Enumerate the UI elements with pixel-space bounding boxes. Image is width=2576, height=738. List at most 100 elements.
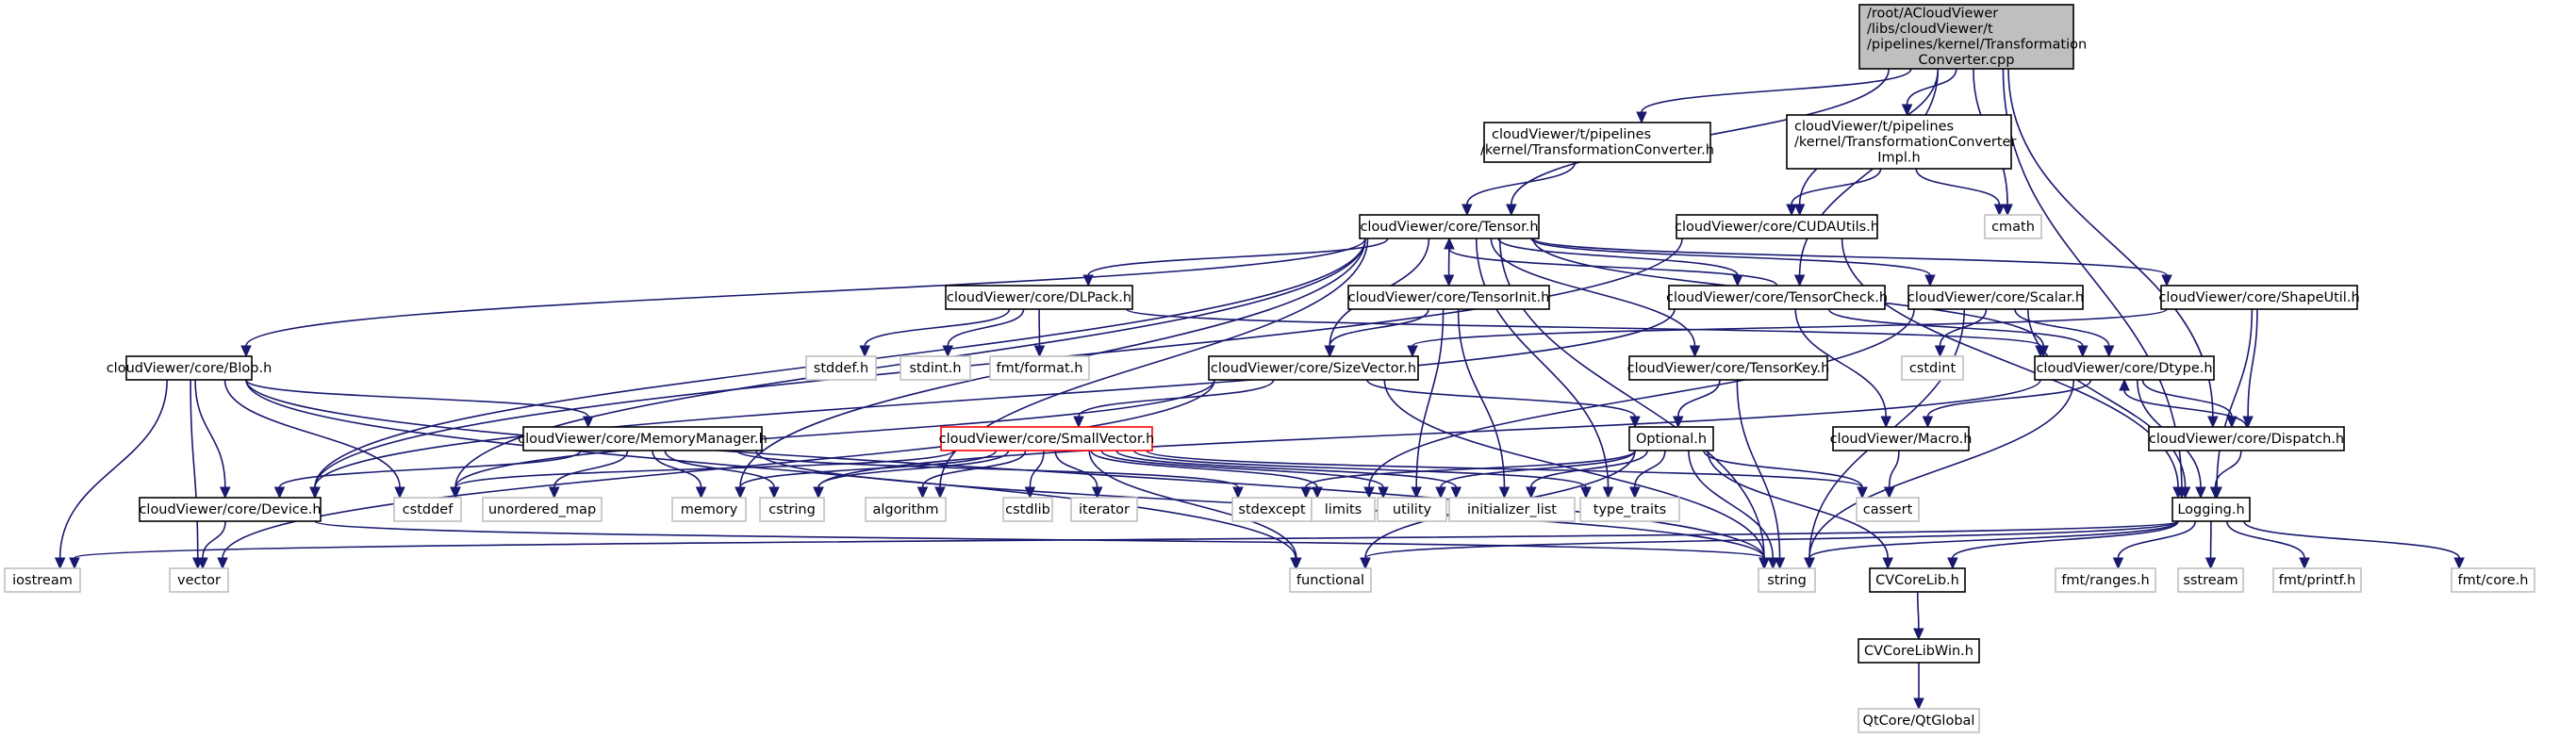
edge-sizevector-to-string — [1383, 379, 1765, 559]
node-tensorkey[interactable]: cloudViewer/core/TensorKey.h — [1627, 355, 1830, 381]
node-box — [900, 355, 971, 381]
node-tensor[interactable]: cloudViewer/core/Tensor.h — [1359, 214, 1540, 239]
edge-tensorcheck-to-device — [314, 308, 1676, 488]
node-tc_h[interactable]: cloudViewer/t/pipelines/kernel/Transform… — [1480, 122, 1714, 163]
arrowhead-memorymanager-to-stdexcept — [1232, 486, 1244, 500]
node-box — [759, 497, 825, 522]
arrowhead-tensorinit-to-utility — [1411, 486, 1422, 500]
node-utility: utility — [1377, 497, 1447, 522]
edge-tensor-to-dlpack — [1087, 238, 1389, 276]
node-box — [1858, 4, 2074, 70]
arrowhead-tensor-to-algorithm — [934, 486, 946, 500]
edge-tensorcheck-to-macro — [1794, 308, 1888, 418]
edge-logging-to-fmt_printf — [2226, 520, 2305, 559]
node-dispatch[interactable]: cloudViewer/core/Dispatch.h — [2148, 426, 2345, 451]
node-cassert: cassert — [1856, 497, 1920, 522]
node-root: /root/ACloudViewer/libs/cloudViewer/t/pi… — [1858, 4, 2087, 70]
node-tensorinit[interactable]: cloudViewer/core/TensorInit.h — [1347, 285, 1550, 310]
node-label: cloudViewer/core/TensorCheck.h — [1666, 290, 1888, 305]
edge-smallvector-to-functional — [1088, 450, 1297, 559]
node-optional[interactable]: Optional.h — [1628, 426, 1714, 451]
node-box — [1231, 497, 1313, 522]
edge-smallvector-to-initializer_list — [1115, 450, 1458, 488]
arrowhead-cudautils-to-logging — [2172, 486, 2184, 500]
node-logging[interactable]: Logging.h — [2171, 497, 2251, 522]
arrowhead-smallvector-to-type_traits — [1580, 486, 1592, 500]
arrowhead-root-to-tc_h — [1636, 111, 1647, 124]
node-string: string — [1758, 567, 1816, 593]
node-cudautils[interactable]: cloudViewer/core/CUDAUtils.h — [1675, 214, 1879, 239]
arrowhead-optional-to-type_traits — [1629, 486, 1641, 500]
arrowhead-smallvector-to-cstddef — [450, 486, 461, 500]
arrowhead-optional-to-string — [1767, 557, 1779, 570]
node-tensorcheck[interactable]: cloudViewer/core/TensorCheck.h — [1666, 285, 1888, 310]
arrowhead-sizevector-to-smallvector — [1073, 416, 1084, 429]
arrowhead-optional-to-initializer_list — [1526, 486, 1537, 500]
arrowhead-scalar-to-cstdint — [1934, 345, 1946, 358]
node-label: string — [1767, 573, 1807, 588]
node-label: Impl.h — [1877, 150, 1920, 165]
node-device[interactable]: cloudViewer/core/Device.h — [139, 497, 322, 522]
edge-dlpack-to-stdint_h — [947, 308, 1025, 347]
edge-sizevector-to-optional — [1366, 379, 1636, 418]
arrowhead-device-to-string — [1759, 557, 1770, 570]
arrowhead-blob-to-iostream — [54, 557, 66, 570]
arrowhead-smallvector-to-limits — [1312, 486, 1323, 500]
node-dtype[interactable]: cloudViewer/core/Dtype.h — [2034, 355, 2215, 381]
arrowhead-tensorcheck-to-macro — [1880, 416, 1891, 429]
node-box — [2160, 285, 2358, 310]
edge-device-to-vector — [202, 520, 226, 559]
node-box — [125, 355, 253, 381]
edge-optional-to-type_traits — [1633, 450, 1666, 488]
node-label: cstdlib — [1005, 502, 1050, 517]
node-blob[interactable]: cloudViewer/core/Blob.h — [107, 355, 272, 381]
arrowhead-logging-to-cvcorelib — [1947, 557, 1958, 570]
edge-dlpack-to-stddef_h — [864, 308, 1011, 347]
node-scalar[interactable]: cloudViewer/core/Scalar.h — [1907, 285, 2084, 310]
arrowhead-root-to-tensorcheck — [1793, 274, 1806, 287]
arrowhead-tensor-to-scalar — [1924, 274, 1936, 287]
edge-scalar-to-logging — [2026, 308, 2187, 488]
node-box — [393, 497, 462, 522]
node-shapeutil[interactable]: cloudViewer/core/ShapeUtil.h — [2158, 285, 2360, 310]
arrowhead-smallvector-to-initializer_list — [1450, 486, 1462, 500]
node-box — [1676, 214, 1878, 239]
node-cvcorelibwin[interactable]: CVCoreLibWin.h — [1858, 638, 1980, 664]
node-box — [2451, 567, 2535, 593]
node-box — [940, 426, 1153, 451]
arrowhead-tensorinit-to-sizevector — [1324, 345, 1335, 358]
node-memorymanager[interactable]: cloudViewer/core/MemoryManager.h — [518, 426, 768, 451]
node-cstdlib: cstdlib — [1002, 497, 1053, 522]
node-tc_impl[interactable]: cloudViewer/t/pipelines/kernel/Transform… — [1786, 114, 2016, 170]
node-sizevector[interactable]: cloudViewer/core/SizeVector.h — [1208, 355, 1419, 381]
node-label: type_traits — [1593, 502, 1666, 517]
node-cvcorelib[interactable]: CVCoreLib.h — [1869, 567, 1966, 593]
arrowhead-optional-to-cassert — [1857, 486, 1868, 500]
edge-tensorkey-to-string — [1736, 379, 1781, 559]
edge-blob-to-functional — [245, 379, 1296, 559]
edge-memorymanager-to-unordered_map — [553, 450, 629, 488]
arrowhead-tensorcheck-to-dtype — [2077, 345, 2089, 358]
node-dlpack[interactable]: cloudViewer/core/DLPack.h — [945, 285, 1133, 310]
arrowhead-logging-to-fmt_core — [2453, 557, 2465, 570]
node-macro[interactable]: cloudViewer/Macro.h — [1830, 426, 1973, 451]
node-label: limits — [1325, 502, 1362, 517]
node-smallvector[interactable]: cloudViewer/core/SmallVector.h — [939, 426, 1155, 451]
arrowhead-optional-to-utility — [1435, 486, 1446, 500]
edge-scalar-to-dtype — [2014, 308, 2110, 347]
arrowhead-memorymanager-to-device — [273, 486, 286, 500]
edge-memorymanager-to-memory — [652, 450, 702, 488]
node-box — [1579, 497, 1680, 522]
node-label: initializer_list — [1467, 502, 1557, 517]
node-box — [1347, 285, 1550, 310]
arrowhead-device-to-vector — [197, 557, 208, 570]
arrowhead-tensor-to-tensorkey — [1689, 345, 1701, 358]
arrowhead-dlpack-to-stdint_h — [942, 345, 953, 358]
node-box — [1448, 497, 1576, 522]
edge-root-to-logging — [2002, 68, 2183, 488]
edge-root-to-tensorcheck — [1798, 68, 1940, 276]
node-label: cloudViewer/t/pipelines — [1794, 119, 1954, 134]
node-label: /libs/cloudViewer/t — [1867, 22, 1993, 37]
arrowhead-logging-to-fmt_ranges — [2112, 557, 2124, 570]
edge-scalar-to-limits — [1368, 308, 1915, 488]
